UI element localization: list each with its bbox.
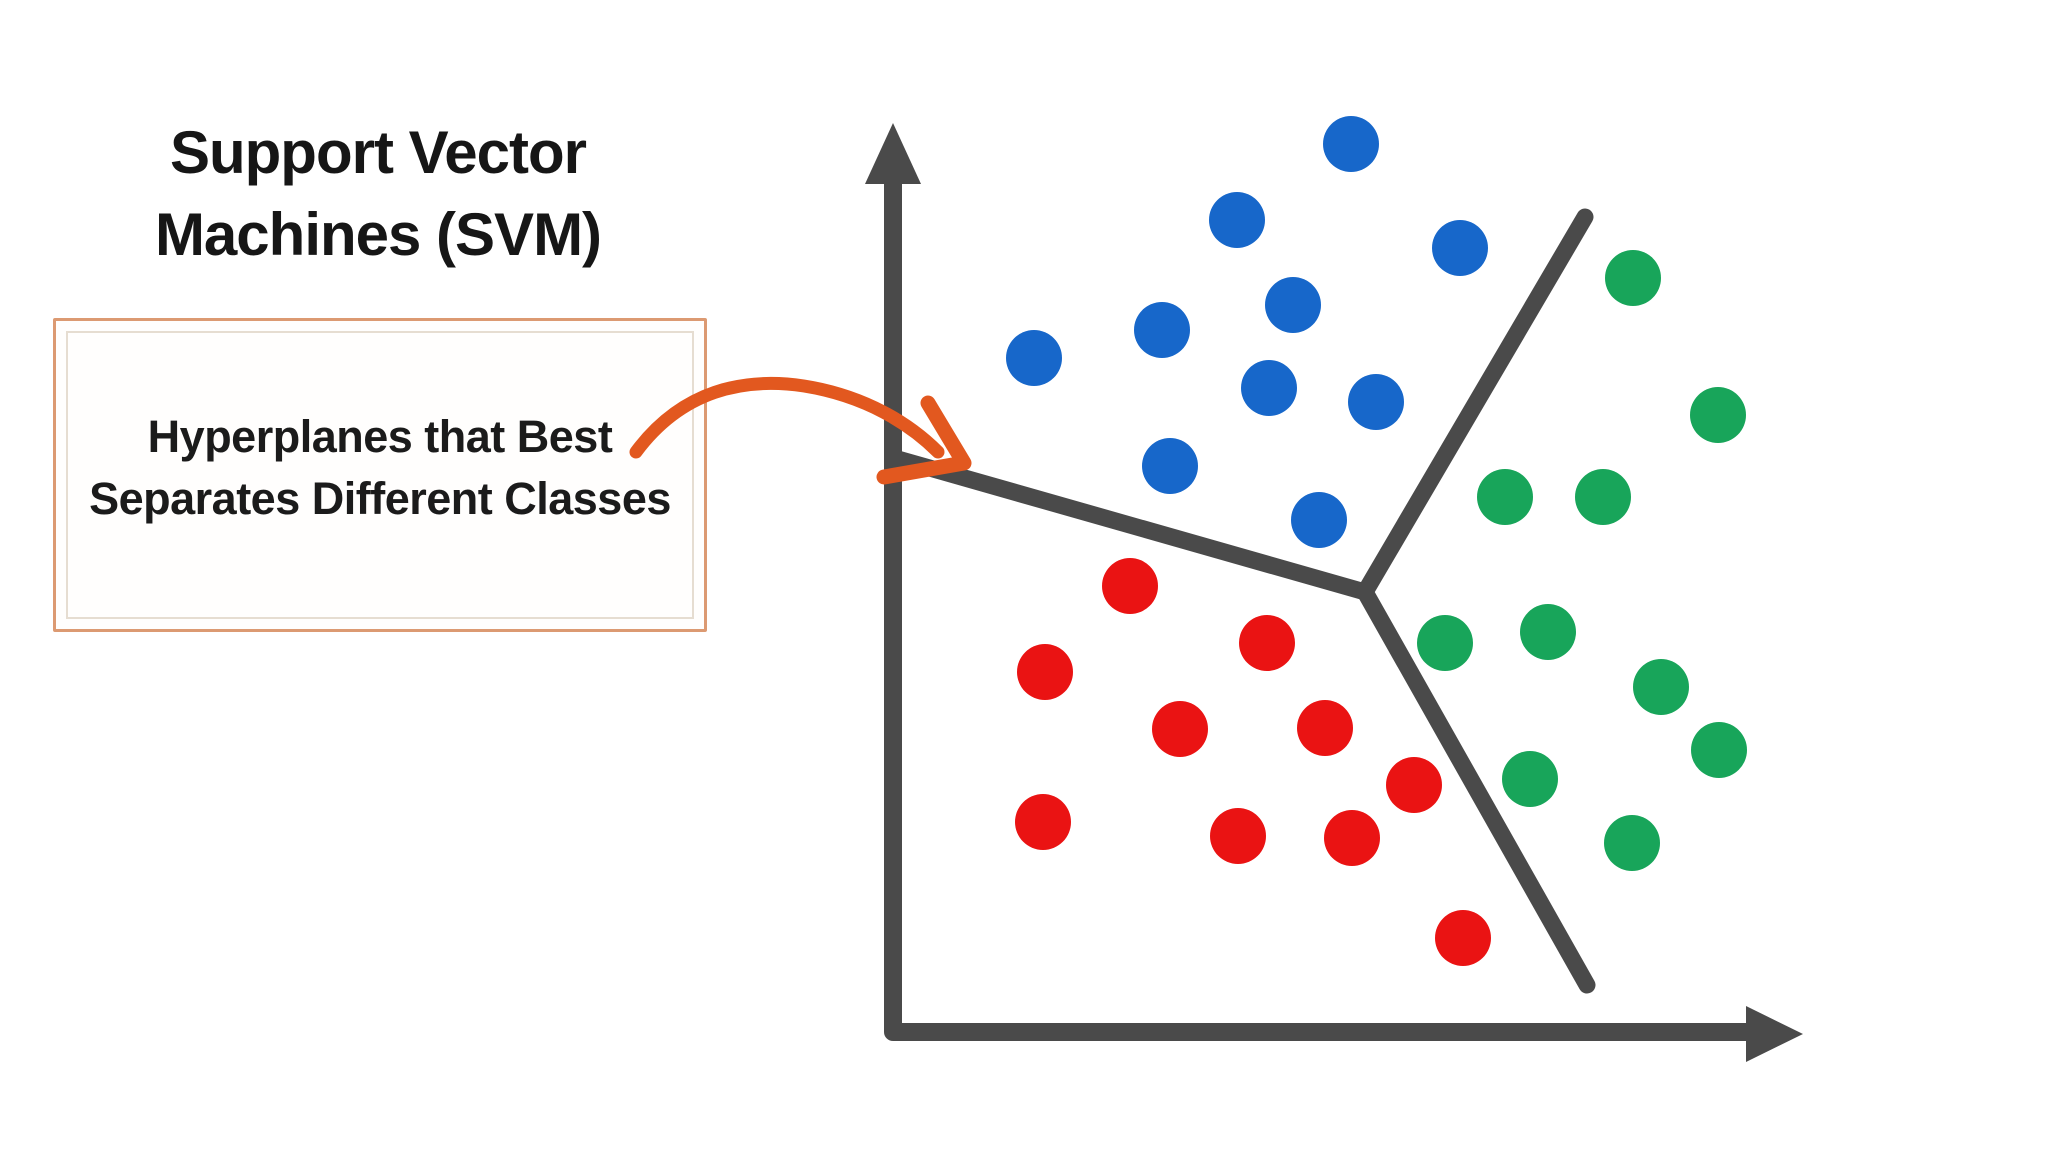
data-point-class-green [1502, 751, 1558, 807]
hyperplane-line-1 [889, 450, 1374, 601]
data-point-class-green [1477, 469, 1533, 525]
data-point-class-red [1435, 910, 1491, 966]
callout-text: Hyperplanes that Best Separates Differen… [89, 406, 671, 530]
axes-lines [884, 180, 1750, 1041]
data-point-class-blue [1142, 438, 1198, 494]
callout-text-line1: Hyperplanes that Best [147, 411, 613, 462]
data-point-class-green [1520, 604, 1576, 660]
data-point-class-red [1210, 808, 1266, 864]
data-point-class-blue [1006, 330, 1062, 386]
data-point-class-blue [1209, 192, 1265, 248]
hyperplane-line-3 [1356, 583, 1596, 994]
data-point-class-blue [1241, 360, 1297, 416]
data-point-class-green [1605, 250, 1661, 306]
data-point-class-red [1015, 794, 1071, 850]
data-point-class-red [1324, 810, 1380, 866]
data-point-class-blue [1291, 492, 1347, 548]
data-point-class-blue [1432, 220, 1488, 276]
page-title-line2: Machines (SVM) [154, 201, 602, 268]
annotation-arrowhead-icon [876, 395, 972, 485]
data-point-class-red [1297, 700, 1353, 756]
callout-box: Hyperplanes that Best Separates Differen… [53, 318, 707, 632]
data-point-class-red [1386, 757, 1442, 813]
y-axis-arrowhead-icon [865, 123, 921, 184]
page-title: Support Vector Machines (SVM) [88, 112, 668, 276]
page-title-line1: Support Vector [169, 119, 587, 186]
data-point-class-blue [1348, 374, 1404, 430]
data-point-class-blue [1323, 116, 1379, 172]
data-point-class-green [1633, 659, 1689, 715]
data-point-class-red [1102, 558, 1158, 614]
data-point-class-red [1239, 615, 1295, 671]
data-point-class-green [1604, 815, 1660, 871]
data-point-class-red [1152, 701, 1208, 757]
data-point-class-green [1690, 387, 1746, 443]
data-point-class-red [1017, 644, 1073, 700]
data-point-class-green [1575, 469, 1631, 525]
callout-text-line2: Separates Different Classes [89, 473, 671, 524]
callout-inner-frame: Hyperplanes that Best Separates Differen… [66, 331, 694, 619]
data-point-class-blue [1265, 277, 1321, 333]
hyperplane-line-2 [1356, 208, 1594, 601]
annotation-arrow-curve [629, 376, 945, 459]
data-point-class-blue [1134, 302, 1190, 358]
data-point-class-green [1417, 615, 1473, 671]
x-axis-arrowhead-icon [1746, 1006, 1803, 1062]
data-point-class-green [1691, 722, 1747, 778]
